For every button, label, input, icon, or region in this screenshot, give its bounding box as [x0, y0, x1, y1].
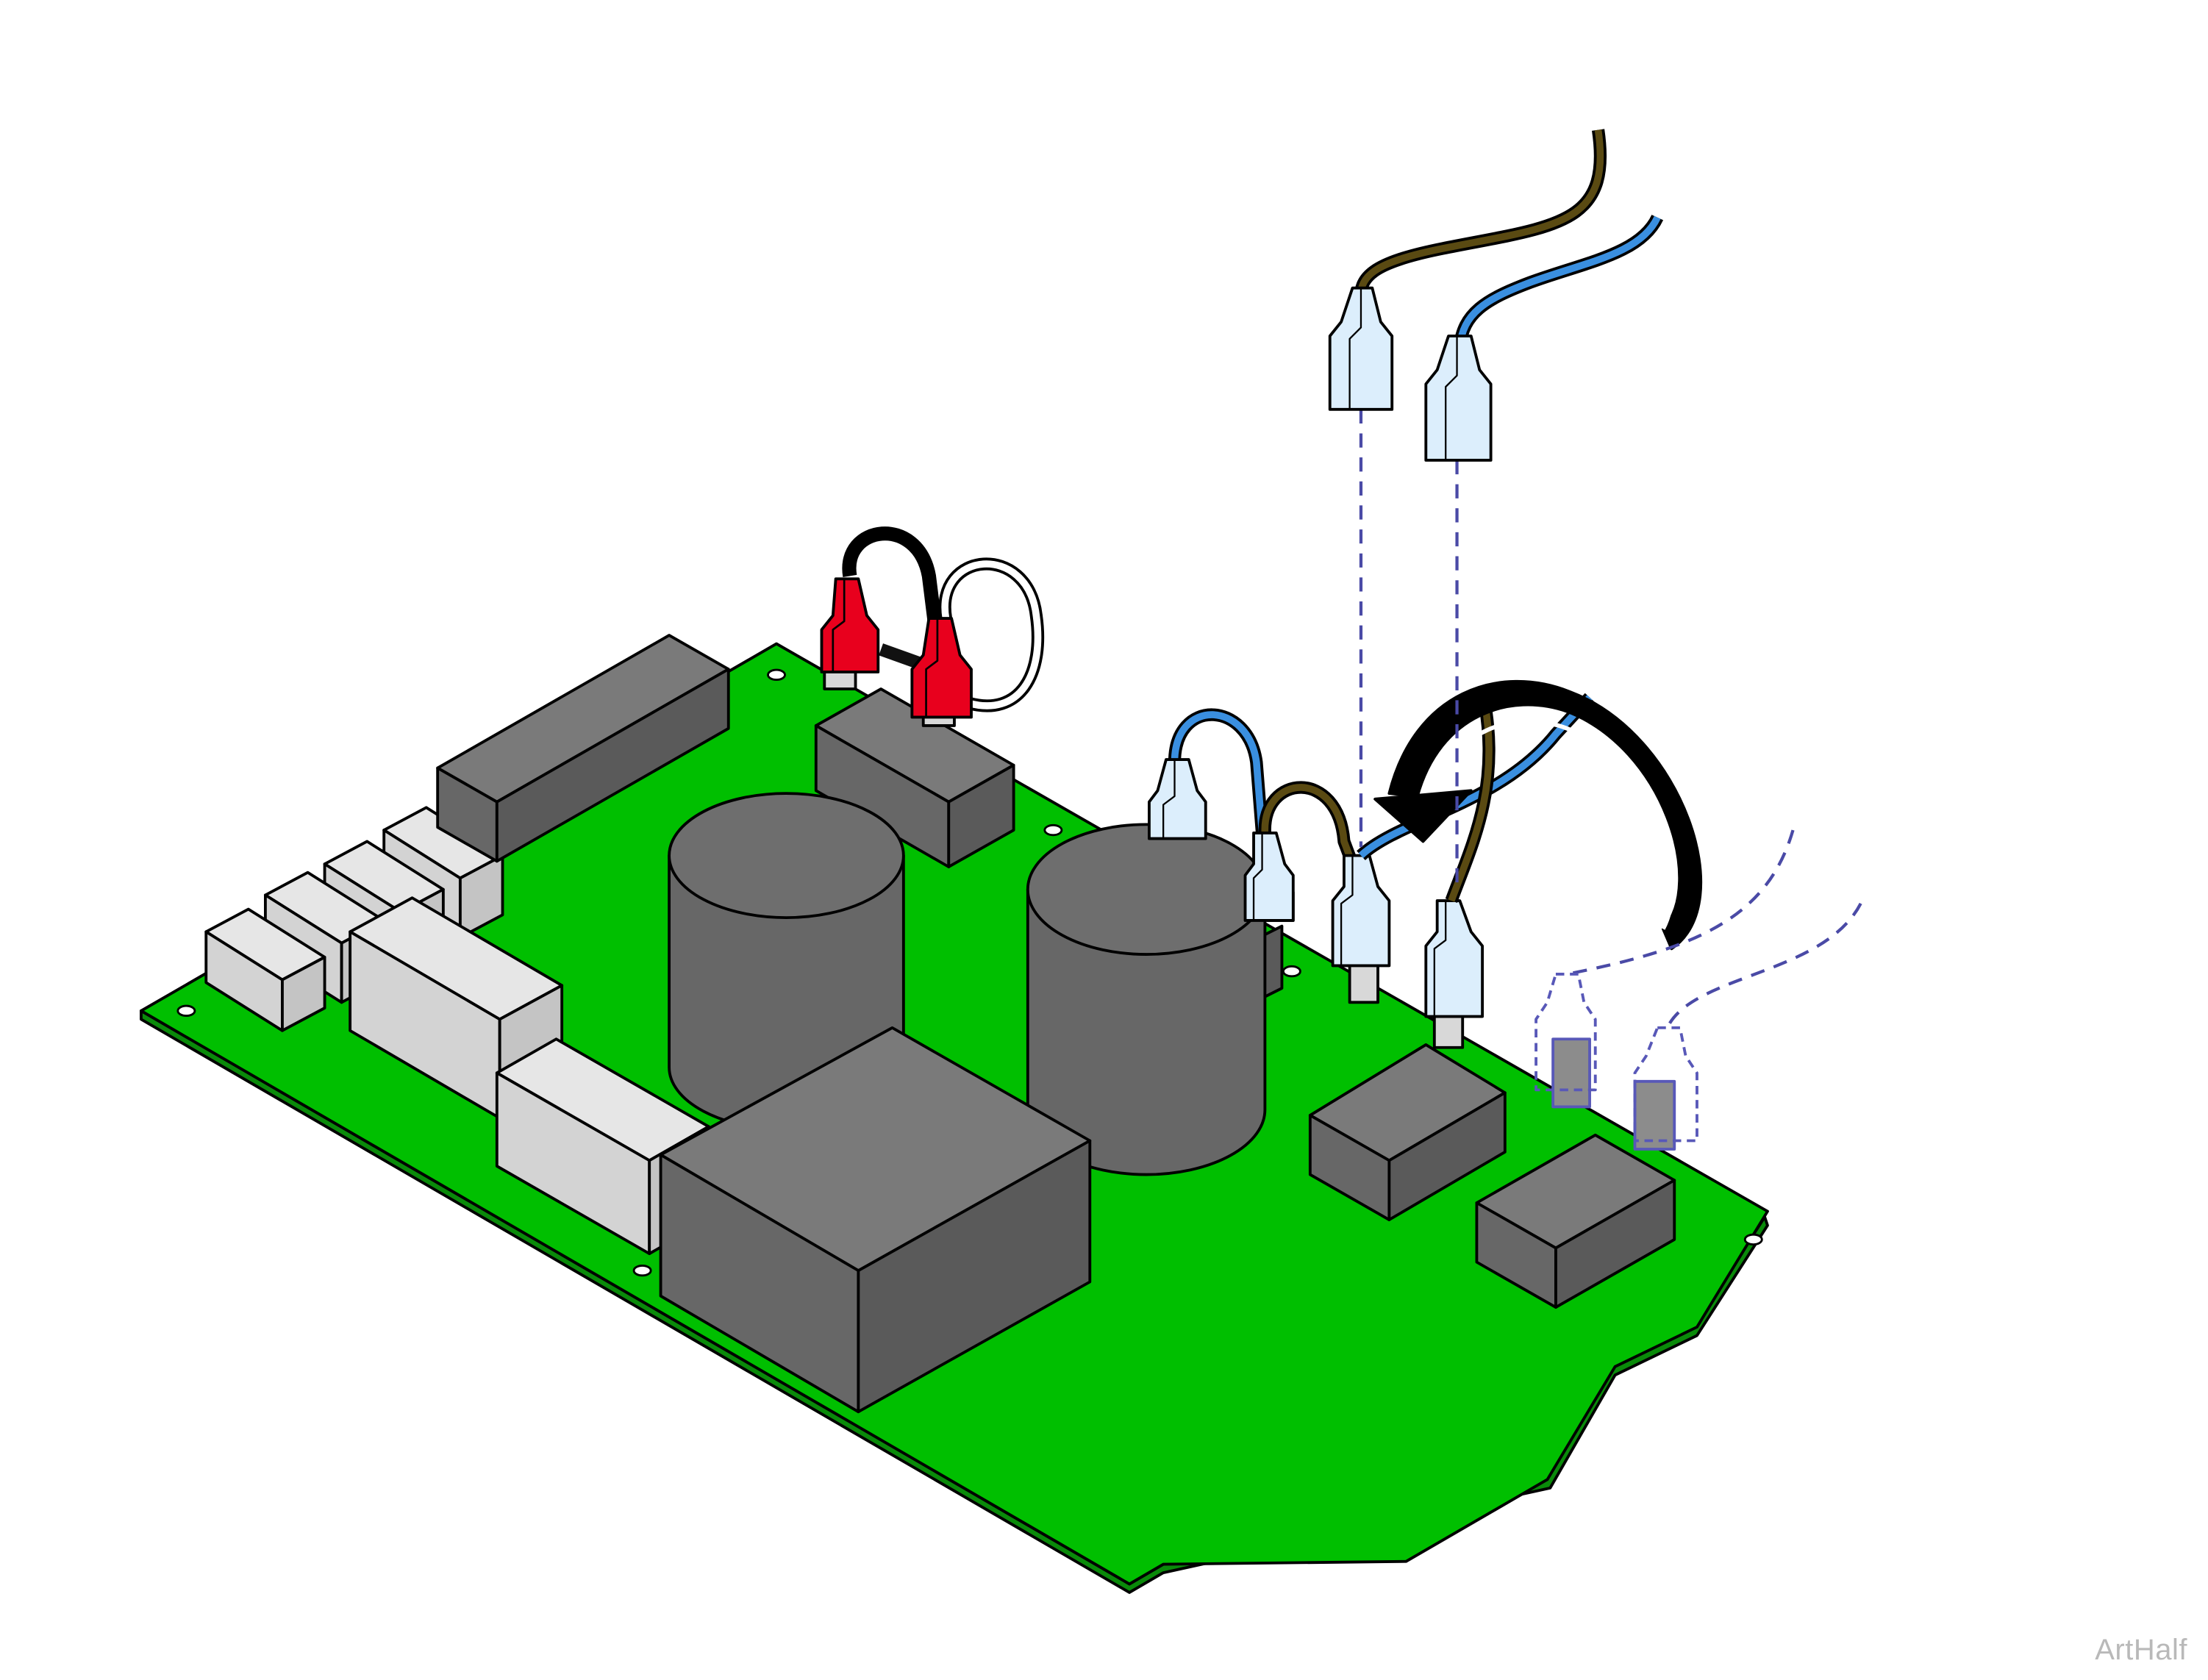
mounting-hole [632, 1264, 652, 1277]
dark-block-long [436, 634, 730, 863]
dashed-connection-guide [1359, 409, 1862, 1026]
blue-terminal-b [1243, 831, 1295, 922]
blue-terminal-d [1424, 899, 1484, 1049]
blue-terminal-a [1148, 758, 1207, 840]
mounting-holes [176, 668, 1763, 1277]
wire-black [842, 526, 942, 623]
blue-terminal-c [1331, 854, 1391, 1004]
ghost-terminals [1534, 972, 1698, 1151]
detached-wire-blue [1424, 214, 1664, 462]
watermark-label: ArtHalf [2095, 1634, 2187, 1666]
dark-relay-right-lower [1475, 1133, 1676, 1309]
red-terminal-2 [910, 617, 973, 727]
dark-relay-right-upper [1308, 1043, 1507, 1221]
curved-arrow-counterclockwise-icon [1373, 679, 1703, 951]
mounting-hole [176, 1004, 196, 1018]
light-relay [204, 907, 326, 1032]
transformer-large [659, 1026, 1092, 1414]
detached-terminal-blue [1424, 335, 1493, 462]
mounting-hole [1043, 823, 1063, 837]
mounting-hole [1743, 1233, 1763, 1246]
dark-block-center [814, 687, 1015, 868]
mounting-hole [1282, 965, 1301, 978]
large-relay-upper [349, 896, 564, 1120]
ghost-terminal-1 [1534, 972, 1597, 1109]
board-terminals [1148, 708, 1484, 1049]
ghost-terminal-2 [1633, 1026, 1698, 1151]
detached-terminal-brown [1328, 286, 1394, 411]
mounting-hole [767, 668, 786, 682]
detached-wire-brown [1328, 129, 1607, 411]
red-terminal-group [820, 526, 1045, 727]
red-terminal-1 [820, 577, 880, 690]
